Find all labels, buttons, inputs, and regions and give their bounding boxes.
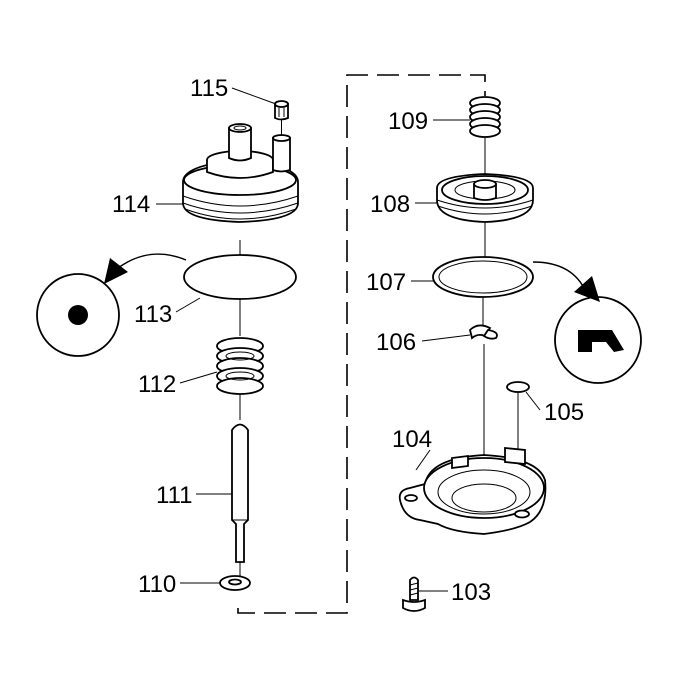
callout-labels: 115 114 113 112 111 110 109 108 107 106 … bbox=[112, 75, 584, 606]
part-107-oring bbox=[432, 256, 534, 326]
callout-111: 111 bbox=[156, 482, 192, 509]
callout-105: 105 bbox=[544, 399, 584, 426]
dashed-assembly-connector bbox=[237, 74, 486, 614]
part-104-base bbox=[398, 447, 547, 535]
part-112-spring bbox=[216, 337, 264, 420]
part-113-diaphragm bbox=[183, 240, 297, 336]
leader-lines bbox=[156, 87, 541, 592]
callout-104: 104 bbox=[392, 426, 432, 453]
part-111-rod bbox=[231, 423, 249, 576]
part-110-washer bbox=[219, 575, 251, 591]
callout-110: 110 bbox=[138, 571, 176, 598]
part-105-disc bbox=[506, 381, 530, 450]
callout-108: 108 bbox=[370, 191, 410, 218]
callout-107: 107 bbox=[366, 269, 406, 296]
callout-115: 115 bbox=[190, 75, 228, 102]
callout-109: 109 bbox=[388, 108, 428, 135]
callout-112: 112 bbox=[138, 371, 176, 398]
notched-arrow-icon bbox=[578, 330, 624, 352]
left-view-callout bbox=[36, 253, 187, 357]
part-108-seat bbox=[436, 173, 534, 258]
part-109-spring bbox=[469, 96, 501, 178]
callout-103: 103 bbox=[451, 579, 491, 606]
callout-106: 106 bbox=[376, 329, 416, 356]
part-115-plug bbox=[274, 100, 289, 121]
callout-113: 113 bbox=[134, 301, 172, 328]
right-view-callout bbox=[532, 261, 642, 384]
dot-circle-icon bbox=[68, 305, 88, 325]
part-114-cover bbox=[182, 120, 299, 223]
callout-114: 114 bbox=[112, 191, 150, 218]
part-103-screw bbox=[402, 576, 426, 612]
